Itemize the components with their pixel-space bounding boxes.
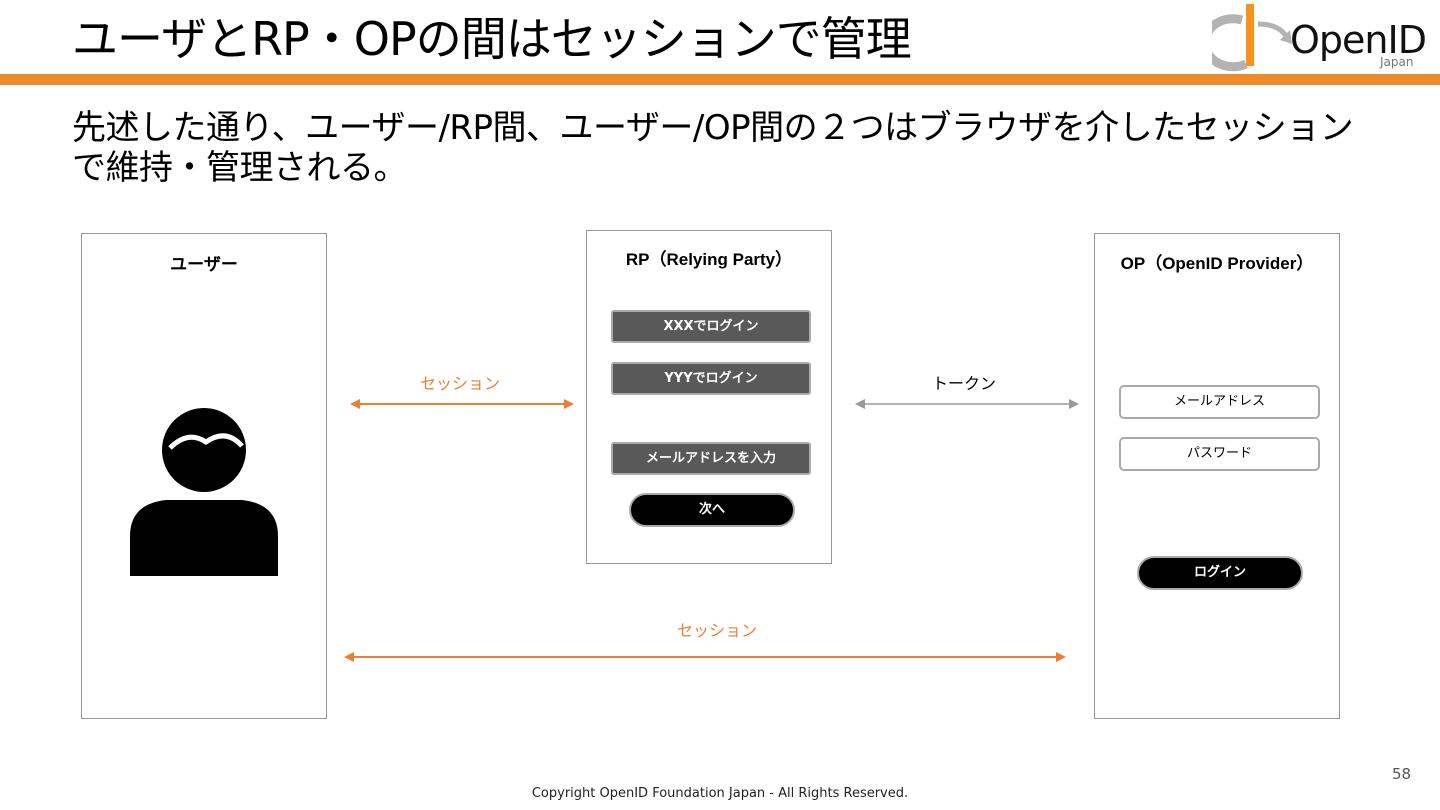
copyright: Copyright OpenID Foundation Japan - All … [531,786,909,801]
login-yyy-button[interactable]: YYYでログイン [611,362,811,395]
op-panel: OP（OpenID Provider） メールアドレス パスワード ログイン [1094,233,1340,719]
op-panel-title: OP（OpenID Provider） [1120,254,1314,273]
logo-text: OpenID [1290,18,1427,62]
user-op-session-label: セッション [676,621,757,640]
next-button[interactable]: 次へ [629,493,795,527]
rp-op-token-label: トークン [931,374,996,393]
rp-panel-title: RP（Relying Party） [625,250,793,269]
user-panel-title: ユーザー [170,255,238,274]
logo-subtext: Japan [1380,55,1414,69]
password-field[interactable]: パスワード [1119,437,1320,471]
slide-subtitle: 先述した通り、ユーザー/RP間、ユーザー/OP間の２つはブラウザを介したセッショ… [72,108,1354,188]
email-field[interactable]: メールアドレス [1119,385,1320,419]
op-login-button[interactable]: ログイン [1137,556,1303,590]
user-avatar-icon [130,408,278,576]
header-divider [0,74,1440,85]
user-rp-session-label: セッション [419,374,500,393]
rp-panel: RP（Relying Party） XXXでログイン YYYでログイン メールア… [586,230,832,564]
login-xxx-button[interactable]: XXXでログイン [611,310,811,343]
page-number: 58 [1392,765,1412,783]
user-panel: ユーザー [81,233,327,719]
enter-email-button[interactable]: メールアドレスを入力 [611,442,811,475]
slide-title: ユーザとRP・OPの間はセッションで管理 [72,12,912,66]
openid-logo-icon [1212,4,1292,72]
